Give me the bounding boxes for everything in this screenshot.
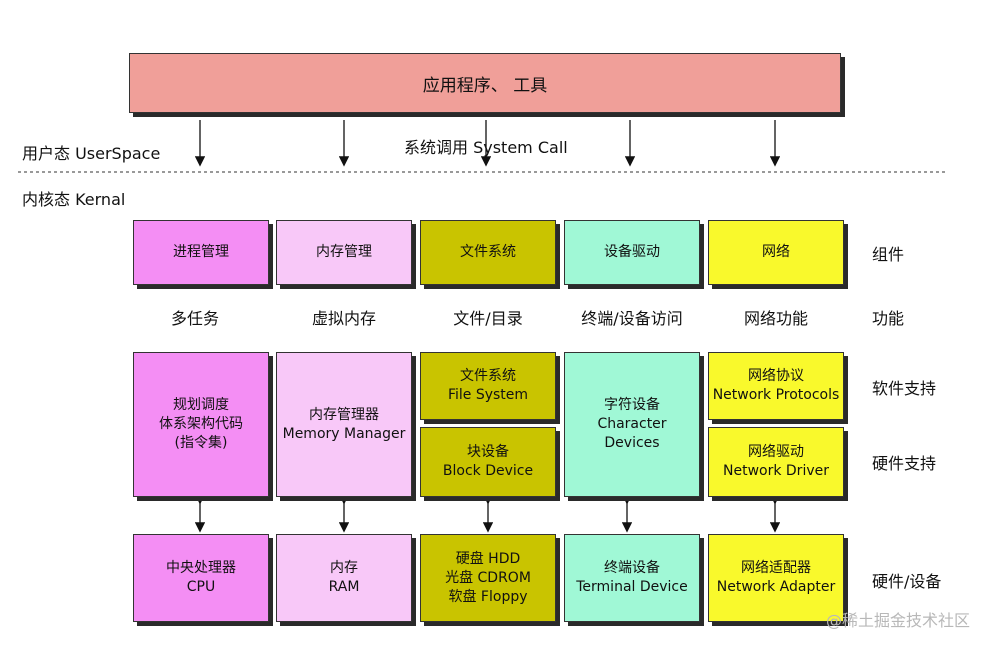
cpu-box: 中央处理器 CPU: [133, 534, 269, 622]
network-adapter-box: 网络适配器 Network Adapter: [708, 534, 844, 622]
character-devices-box: 字符设备 Character Devices: [564, 352, 700, 497]
function-terminal-device-access: 终端/设备访问: [581, 309, 683, 328]
function-network: 网络功能: [743, 309, 808, 328]
ram-box: 内存 RAM: [276, 534, 412, 622]
component-device-driver: 设备驱动: [564, 220, 700, 285]
component-memory: 内存管理: [276, 220, 412, 285]
user-space-label: 用户态 UserSpace: [22, 144, 161, 163]
kernel-label: 内核态 Kernal: [22, 190, 126, 209]
process-scheduler-box: 规划调度 体系架构代码 (指令集): [133, 352, 269, 497]
disks-box: 硬盘 HDD 光盘 CDROM 软盘 Floppy: [420, 534, 556, 622]
memory-manager-box: 内存管理器 Memory Manager: [276, 352, 412, 497]
terminal-device-box: 终端设备 Terminal Device: [564, 534, 700, 622]
function-multitask: 多任务: [170, 309, 219, 328]
side-label-functions: 功能: [872, 309, 905, 328]
component-network: 网络: [708, 220, 844, 285]
side-label-hardware-support: 硬件支持: [872, 454, 937, 473]
watermark: @稀土掘金技术社区: [825, 611, 970, 630]
side-label-hardware-devices: 硬件/设备: [872, 572, 942, 591]
block-device-box: 块设备 Block Device: [420, 427, 556, 497]
component-filesystem: 文件系统: [420, 220, 556, 285]
app-tools-label: 应用程序、 工具: [422, 75, 548, 96]
function-virtual-memory: 虚拟内存: [311, 309, 376, 328]
component-process: 进程管理: [133, 220, 269, 285]
app-tools-box: 应用程序、 工具: [129, 53, 841, 113]
file-system-box: 文件系统 File System: [420, 352, 556, 420]
syscall-label: 系统调用 System Call: [404, 138, 568, 157]
network-driver-box: 网络驱动 Network Driver: [708, 427, 844, 497]
function-file-directory: 文件/目录: [453, 309, 523, 328]
side-label-software-support: 软件支持: [872, 379, 937, 398]
network-protocols-box: 网络协议 Network Protocols: [708, 352, 844, 420]
side-label-components: 组件: [872, 245, 905, 264]
